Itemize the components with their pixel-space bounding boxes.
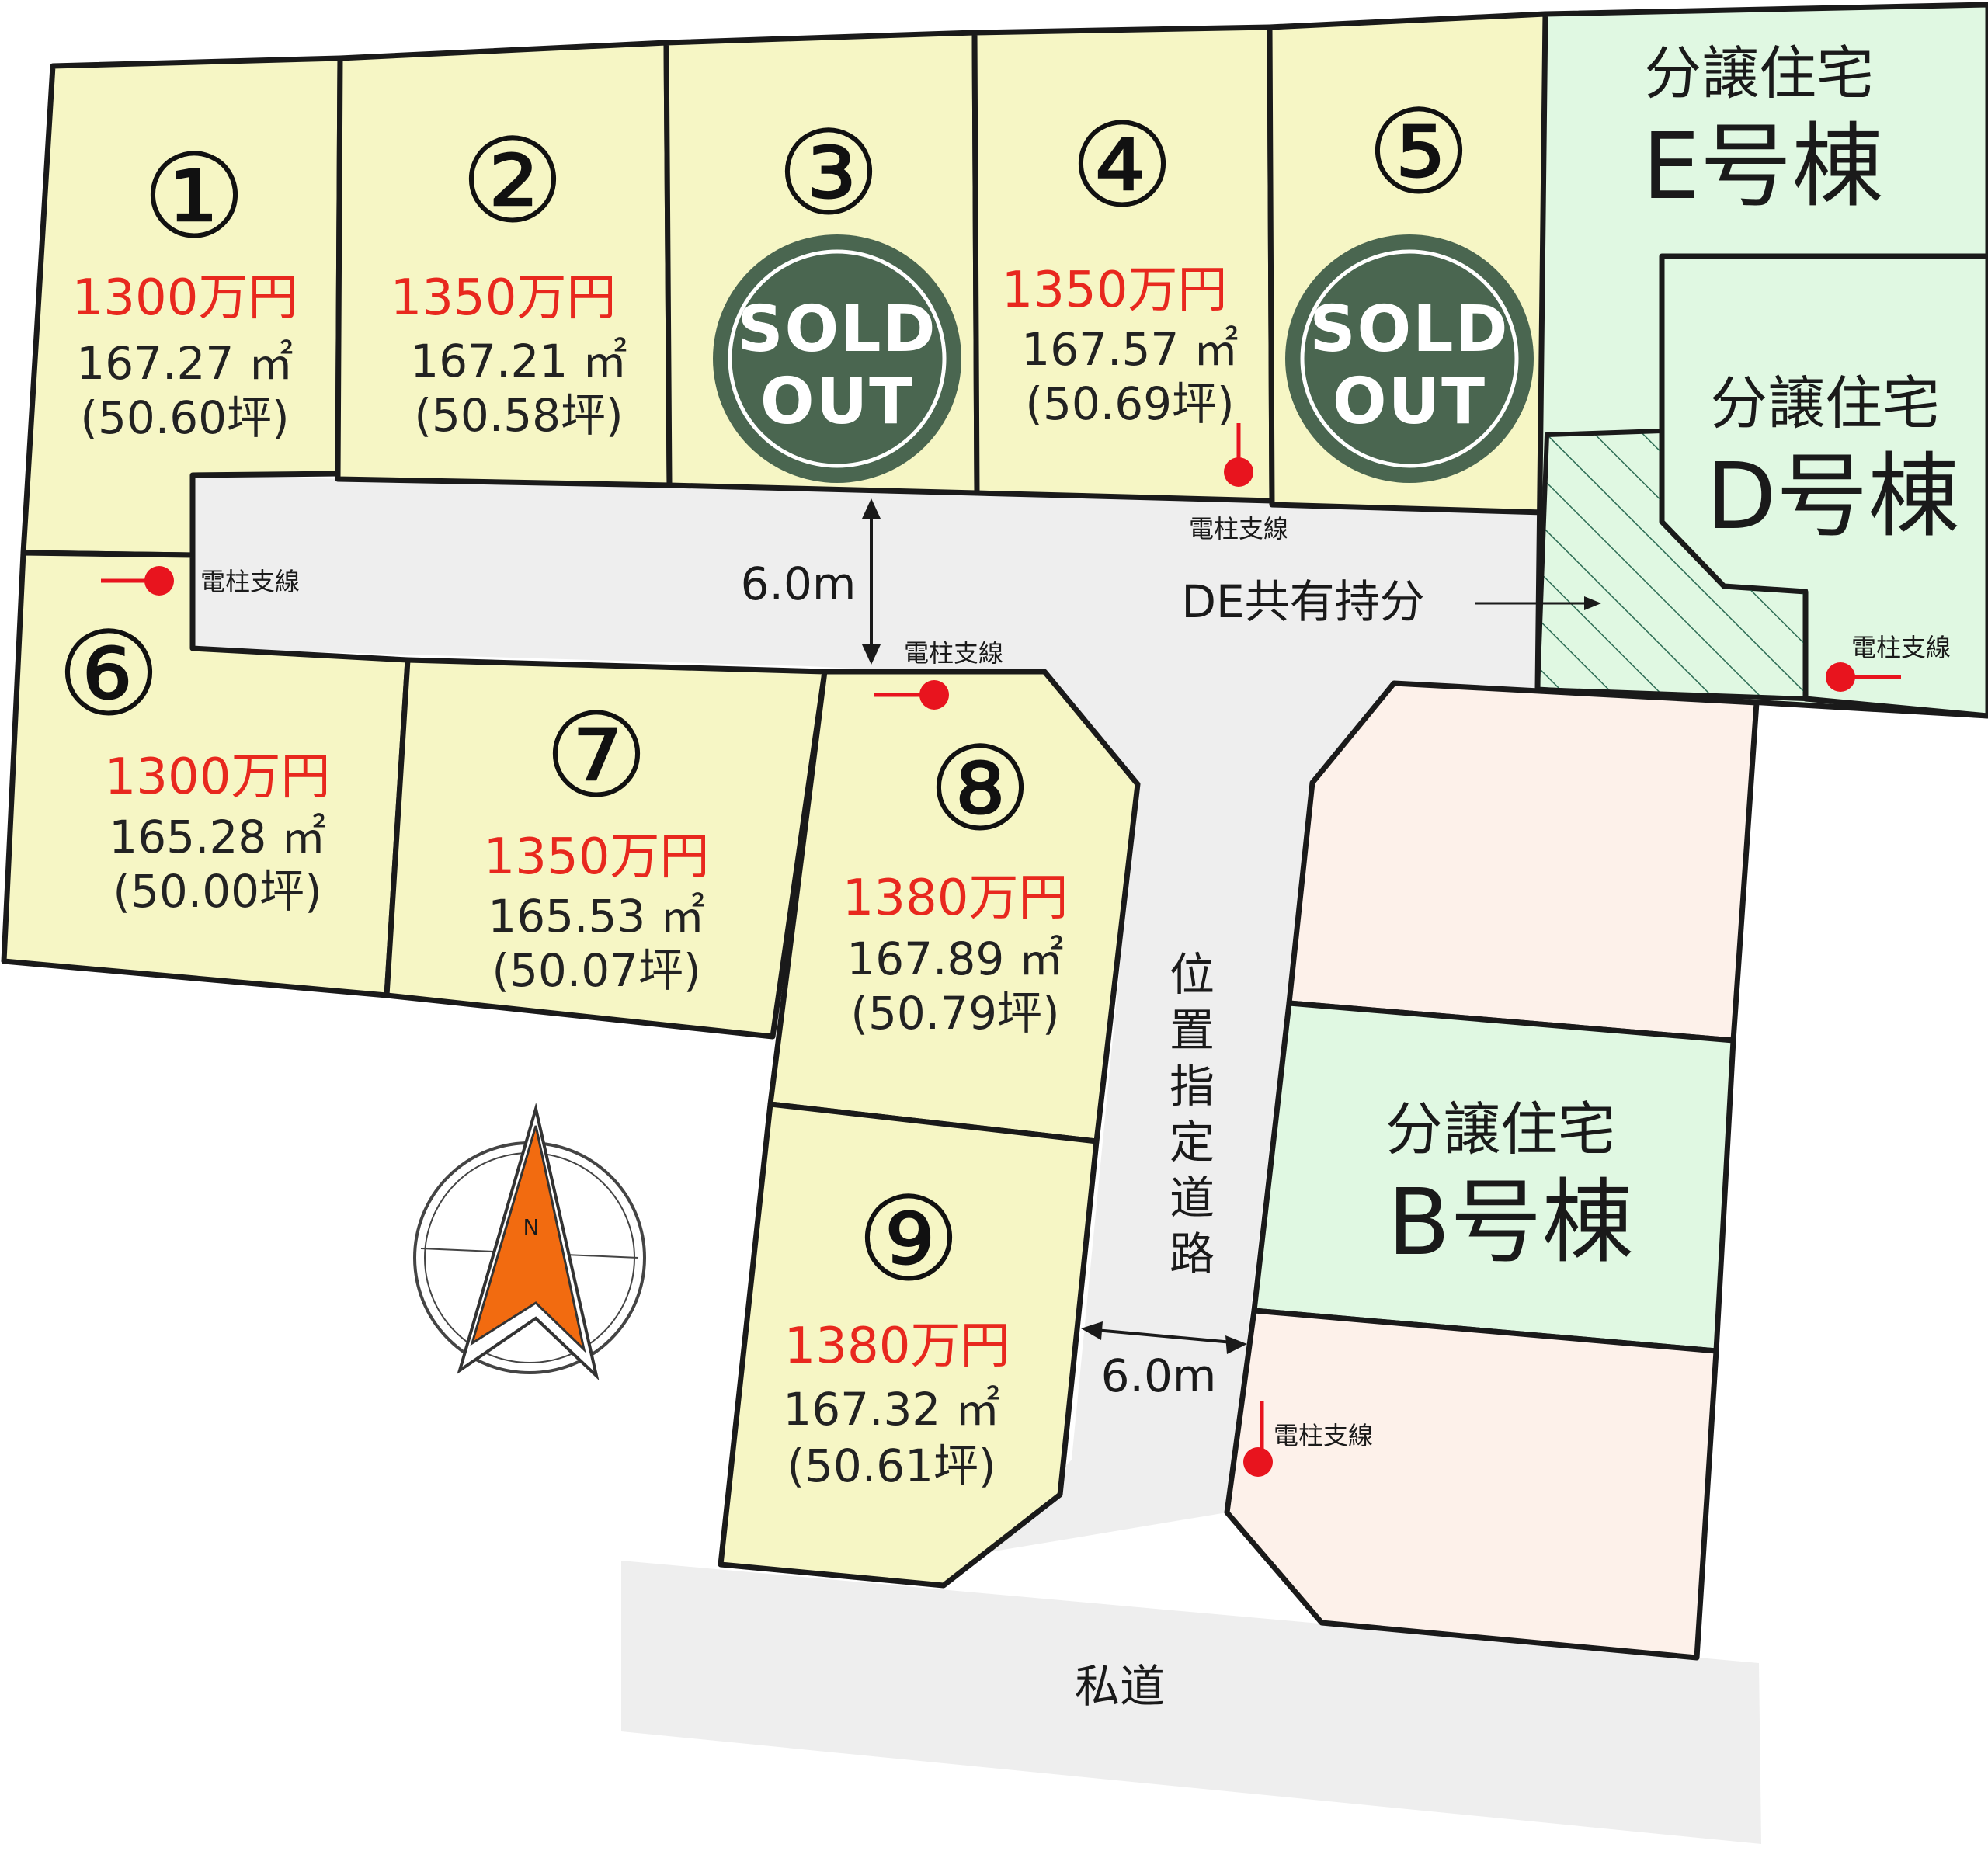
lot-2-price: 1350万円 [391, 269, 617, 327]
lot-2-area-sqm: 167.21 ㎡ [410, 335, 627, 387]
designated-road-char-1: 位 [1170, 948, 1215, 1001]
lot-8[interactable] [767, 669, 1141, 1144]
lot-1-area-tsubo: (50.60坪) [80, 391, 289, 444]
road-designated-vertical [985, 672, 1398, 1553]
lot-8-area-sqm: 167.89 ㎡ [846, 932, 1063, 985]
lot-7-area-tsubo: (50.07坪) [492, 944, 700, 997]
house-D-name: D号棟 [1706, 443, 1960, 550]
designated-road-char-4: 定 [1170, 1116, 1215, 1169]
pole-marker-3 [874, 680, 949, 710]
designated-road-char-6: 路 [1170, 1228, 1215, 1280]
designated-road-char-3: 指 [1170, 1060, 1215, 1113]
house-B-title: 分譲住宅 [1385, 1096, 1615, 1163]
designated-road-char-5: 道 [1170, 1172, 1215, 1224]
shared-arrow [1475, 596, 1601, 610]
house-B-name: B号棟 [1388, 1169, 1634, 1276]
sold-out-line1: SOLD [737, 293, 937, 366]
pole-marker-2 [1224, 423, 1253, 487]
sold-out-line2: OUT [760, 365, 914, 439]
pole-label-5: 電柱支線 [1274, 1421, 1373, 1450]
lot-9-price: 1380万円 [784, 1318, 1010, 1375]
lot-6-area-tsubo: (50.00坪) [113, 865, 321, 918]
lot-4-area-sqm: 167.57 ㎡ [1021, 323, 1238, 376]
house-D-title: 分譲住宅 [1710, 370, 1940, 437]
compass-icon: N [413, 1103, 646, 1380]
sold-out-line1: SOLD [1309, 293, 1509, 366]
lot-right-south[interactable] [1224, 1308, 1719, 1661]
house-E-name: E号棟 [1642, 113, 1884, 220]
lot-9-number: ⑨ [857, 1172, 961, 1308]
lot-6-number: ⑥ [57, 607, 161, 742]
lot-3-number: ③ [777, 106, 881, 241]
lot-4-area-tsubo: (50.69坪) [1025, 377, 1234, 430]
lot-1-area-sqm: 167.27 ㎡ [76, 337, 293, 390]
lot-7-price: 1350万円 [484, 828, 710, 886]
pole-marker-5 [1243, 1401, 1273, 1477]
lot-5-number: ⑤ [1367, 85, 1471, 221]
lot-4-price: 1350万円 [1002, 262, 1228, 319]
road-width-arrow-top [862, 498, 881, 665]
house-E-title: 分譲住宅 [1644, 40, 1874, 107]
road-horizontal [193, 475, 1544, 689]
pole-label-2: 電柱支線 [1189, 514, 1288, 543]
lot-1-price: 1300万円 [72, 269, 298, 327]
sold-out-badge-lot-3: SOLD OUT [713, 234, 961, 483]
lot-8-price: 1380万円 [843, 870, 1069, 927]
lot-6-price: 1300万円 [105, 748, 331, 806]
compass-north-label: N [523, 1214, 540, 1240]
lot-6-area-sqm: 165.28 ㎡ [109, 811, 325, 863]
pole-marker-4 [1826, 662, 1901, 692]
road-private [621, 1561, 1761, 1844]
lot-4-number: ④ [1070, 99, 1174, 234]
sold-out-badge-lot-5: SOLD OUT [1285, 234, 1534, 483]
private-road-label: 私道 [1075, 1660, 1165, 1713]
road-width-arrow-bottom [1081, 1321, 1247, 1354]
pole-label-1: 電柱支線 [200, 567, 300, 596]
road-width-bottom: 6.0m [1101, 1349, 1217, 1402]
designated-road-char-2: 置 [1170, 1004, 1215, 1057]
lot-7-area-sqm: 165.53 ㎡ [488, 890, 704, 943]
lot-right-north[interactable] [1286, 680, 1760, 1044]
lot-2-number: ② [461, 114, 565, 249]
road-width-top: 6.0m [741, 557, 857, 610]
pole-marker-1 [101, 566, 174, 596]
lot-9[interactable] [718, 1101, 1100, 1589]
lot-8-number: ⑧ [928, 722, 1032, 857]
lot-8-area-tsubo: (50.79坪) [850, 987, 1059, 1040]
shared-ownership-label: DE共有持分 [1181, 575, 1424, 628]
sold-out-line2: OUT [1333, 365, 1486, 439]
lot-2-area-tsubo: (50.58坪) [414, 389, 623, 442]
lot-1-number: ① [142, 130, 246, 265]
lot-7-number: ⑦ [544, 689, 648, 824]
pole-label-3: 電柱支線 [904, 638, 1003, 668]
lot-9-area-tsubo: (50.61坪) [787, 1439, 996, 1492]
lot-9-area-sqm: 167.32 ㎡ [783, 1383, 999, 1436]
pole-label-4: 電柱支線 [1851, 633, 1951, 662]
lot-7[interactable] [384, 657, 828, 1040]
